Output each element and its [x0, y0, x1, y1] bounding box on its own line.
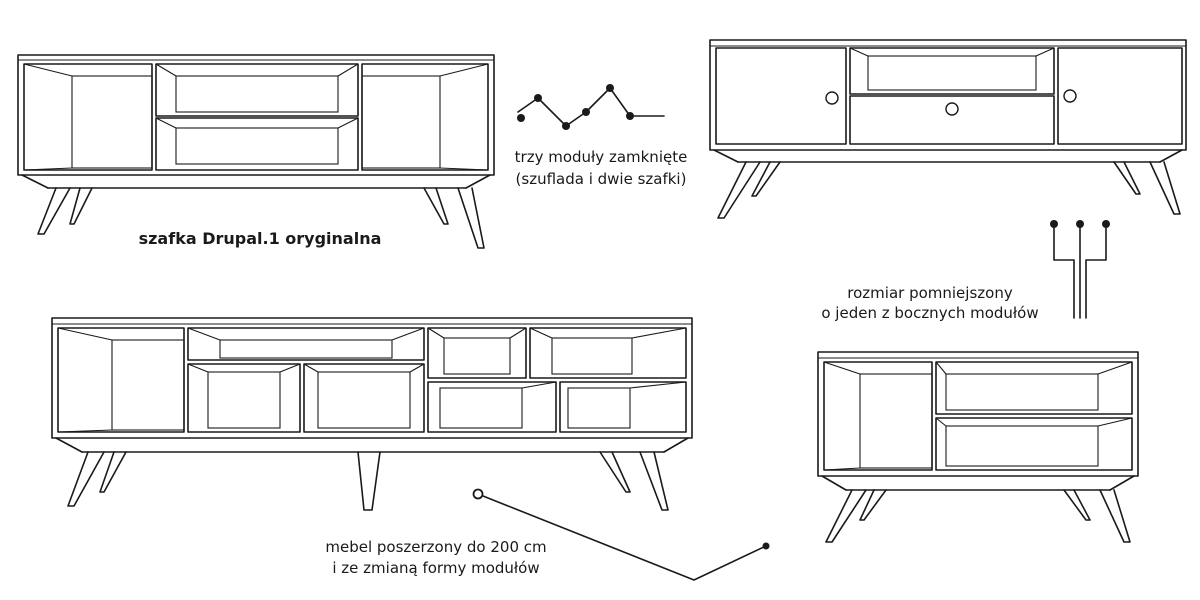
reduced-label-line1: rozmiar pomniejszony: [847, 284, 1013, 302]
cabinet-reduced: [817, 351, 1139, 543]
pointer-line: [472, 488, 770, 581]
zigzag-icon: [517, 84, 665, 130]
cabinet-original: [17, 54, 495, 249]
original-title: szafka Drupal.1 oryginalna: [138, 229, 382, 248]
cabinet-widened: [51, 317, 693, 511]
wires-icon: [1050, 220, 1110, 319]
cabinet-closed-modules: [709, 39, 1187, 219]
reduced-label-line2: o jeden z bocznych modułów: [821, 304, 1039, 322]
widened-label-line2: i ze zmianą formy modułów: [332, 559, 540, 577]
closed-modules-label-line2: (szuflada i dwie szafki): [515, 170, 687, 188]
widened-label-line1: mebel poszerzony do 200 cm: [325, 538, 547, 556]
closed-modules-label-line1: trzy moduły zamknięte: [514, 148, 688, 166]
